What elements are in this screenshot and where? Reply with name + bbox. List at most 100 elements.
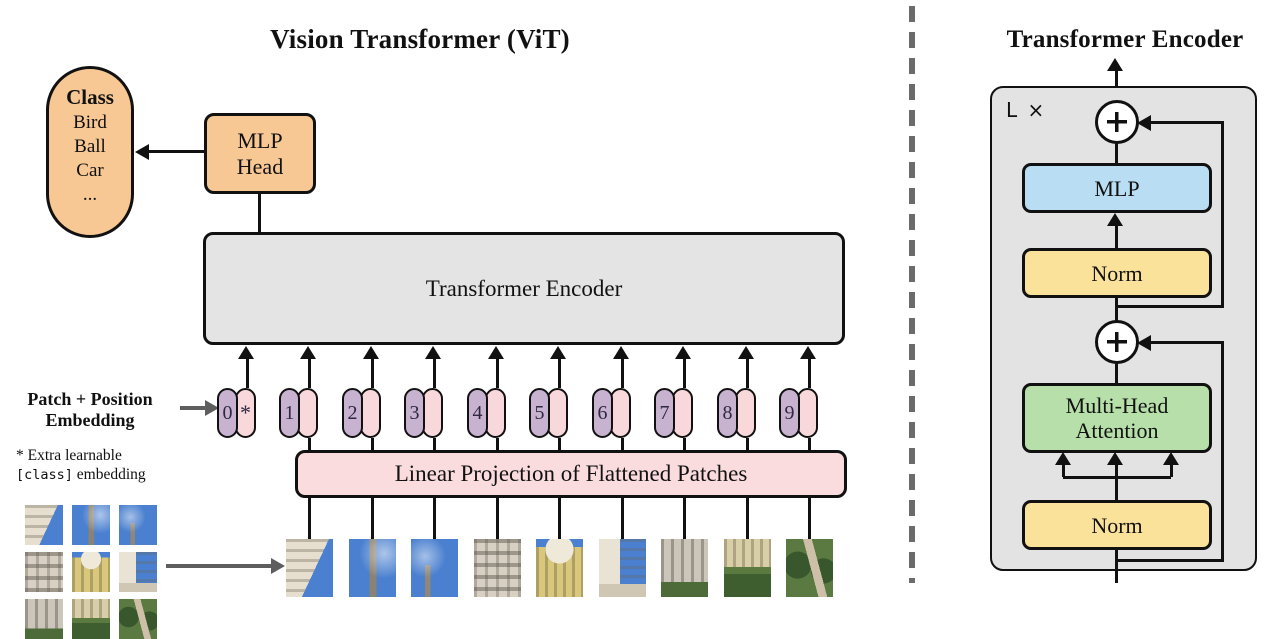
patch-embedding-4: [485, 388, 506, 438]
token-to-encoder-line-5: [557, 357, 561, 388]
position-embedding-3: 3: [404, 388, 425, 438]
vit-title: Vision Transformer (ViT): [270, 24, 570, 54]
layers-multiplier-label: L ×: [1006, 98, 1047, 122]
projection-to-patch-line-8: [745, 497, 749, 539]
token-to-projection-line-1: [307, 438, 311, 452]
source-image-tile-6: [25, 599, 63, 639]
mlp-block-label: MLP: [1094, 175, 1140, 201]
input-image-patch-grid: [25, 505, 157, 639]
token-to-projection-line-2: [370, 438, 374, 452]
mlp-head-line1: MLP: [237, 127, 283, 153]
token-pair-2: 2: [342, 388, 381, 438]
position-embedding-1: 1: [279, 388, 300, 438]
class-embedding-footnote: * Extra learnable [class] embedding: [16, 446, 196, 485]
norm-top-label: Norm: [1091, 260, 1143, 286]
position-embedding-4: 4: [467, 388, 488, 438]
source-image-tile-1: [72, 505, 110, 545]
label-arrow-head-icon: [205, 400, 219, 416]
token-to-projection-line-6: [620, 438, 624, 452]
projection-to-patch-line-3: [432, 497, 436, 539]
encoder-detail-title: Transformer Encoder: [1006, 26, 1244, 53]
projection-to-patch-line-2: [370, 497, 374, 539]
linear-projection-box: Linear Projection of Flattened Patches: [295, 450, 847, 498]
source-image-tile-5: [119, 552, 157, 592]
token-to-encoder-line-0: [245, 357, 249, 388]
plus1-mlp-line: [1115, 143, 1118, 164]
patch-position-line1: Patch + Position: [27, 389, 153, 409]
mha-label-line2: Attention: [1075, 418, 1159, 443]
linear-projection-label: Linear Projection of Flattened Patches: [394, 461, 748, 486]
token-pair-8: 8: [717, 388, 756, 438]
flattened-patch-1: [285, 539, 333, 597]
mlphead-stem-line: [258, 194, 261, 232]
add-residual-top-icon: [1095, 100, 1139, 144]
token-to-encoder-arrowhead-icon-6: [612, 346, 629, 359]
patch-position-line2: Embedding: [45, 410, 135, 430]
residual1-arrowhead-icon: [1137, 334, 1151, 351]
token-to-projection-line-8: [745, 438, 749, 452]
position-embedding-8: 8: [717, 388, 738, 438]
qkv-bracket-line: [1063, 476, 1171, 479]
token-to-encoder-line-7: [682, 357, 686, 388]
token-pair-1: 1: [279, 388, 318, 438]
position-embedding-2: 2: [342, 388, 363, 438]
projection-to-patch-line-9: [807, 497, 811, 539]
residual2-vertical-line: [1221, 122, 1224, 308]
token-pair-0: 0*: [217, 388, 256, 438]
norm1-mlp-line: [1115, 225, 1118, 248]
token-to-encoder-line-4: [495, 357, 499, 388]
token-to-encoder-arrowhead-icon-1: [299, 346, 316, 359]
token-to-encoder-arrowhead-icon-9: [799, 346, 816, 359]
projection-to-patch-line-5: [557, 497, 561, 539]
token-pair-9: 9: [779, 388, 818, 438]
token-pair-7: 7: [654, 388, 693, 438]
token-pair-5: 5: [529, 388, 568, 438]
residual2-top-line: [1150, 120, 1224, 124]
qkv-right-arrowhead-icon: [1163, 452, 1179, 465]
grid-arrow-line: [166, 564, 272, 568]
class-item-ball: Ball: [74, 136, 106, 157]
token-to-projection-line-7: [682, 438, 686, 452]
label-arrow-line: [180, 406, 206, 410]
residual2-branch-line: [1117, 305, 1224, 308]
source-image-tile-3: [25, 552, 63, 592]
token-pair-6: 6: [592, 388, 631, 438]
token-to-encoder-arrowhead-icon-0: [237, 346, 254, 359]
projection-to-patch-line-7: [682, 497, 686, 539]
patch-embedding-2: [360, 388, 381, 438]
class-item-bird: Bird: [73, 112, 107, 133]
token-to-encoder-line-8: [745, 357, 749, 388]
token-to-encoder-line-9: [807, 357, 811, 388]
class-item-ellipsis: ...: [82, 184, 98, 205]
flattened-patch-8: [723, 539, 771, 597]
norm1-mlp-arrowhead-icon: [1107, 213, 1123, 226]
flattened-patch-9: [785, 539, 833, 597]
mlp-head-box: MLP Head: [204, 113, 316, 194]
projection-to-patch-line-4: [495, 497, 499, 539]
mlp-head-line2: Head: [236, 153, 284, 179]
patch-embedding-6: [610, 388, 631, 438]
embedded-patches-input-line: [1115, 550, 1118, 583]
qkv-center-line: [1115, 463, 1118, 477]
token-to-encoder-arrowhead-icon-5: [549, 346, 566, 359]
token-to-encoder-line-3: [432, 357, 436, 388]
grid-arrow-head-icon: [271, 558, 285, 574]
patch-embedding-1: [297, 388, 318, 438]
token-to-encoder-line-1: [307, 357, 311, 388]
flattened-patch-5: [535, 539, 583, 597]
position-embedding-0: 0: [217, 388, 238, 438]
class-item-car: Car: [76, 160, 104, 181]
position-embedding-6: 6: [592, 388, 613, 438]
encoder-output-line: [1115, 70, 1118, 101]
position-embedding-9: 9: [779, 388, 800, 438]
token-to-encoder-arrowhead-icon-3: [424, 346, 441, 359]
token-to-projection-line-3: [432, 438, 436, 452]
footnote-class-code: [class]: [16, 467, 73, 483]
position-embedding-5: 5: [529, 388, 550, 438]
residual1-vertical-line: [1221, 342, 1224, 562]
qkv-left-arrowhead-icon: [1055, 452, 1071, 465]
norm2-qkv-line: [1115, 478, 1118, 500]
token-to-encoder-arrowhead-icon-7: [674, 346, 691, 359]
flattened-patch-6: [598, 539, 646, 597]
source-image-tile-8: [119, 599, 157, 639]
